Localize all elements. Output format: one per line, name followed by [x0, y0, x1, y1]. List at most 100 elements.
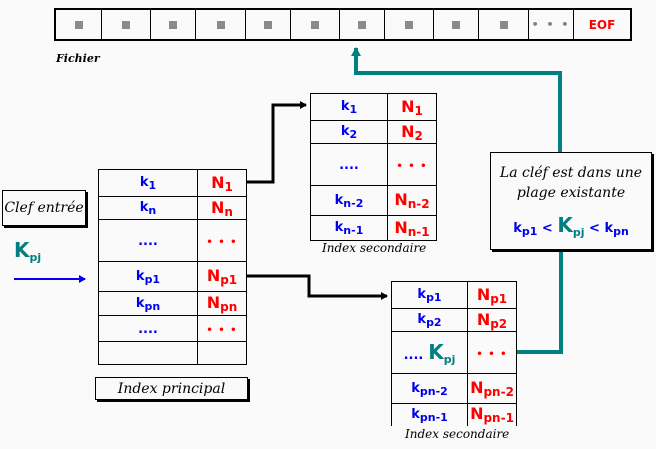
formula-bound-key: kpn	[604, 221, 629, 238]
record-square-icon	[264, 20, 272, 29]
less-than-operator: <	[584, 221, 605, 236]
pointer-cell: • • •	[467, 331, 517, 374]
pointer-np1-to-secondary-index-2	[238, 274, 388, 300]
file-strip: • • • EOF	[54, 8, 632, 41]
record-square-icon	[452, 20, 460, 29]
index-row: kn-1 Nn-1	[310, 215, 437, 241]
pointer-cell: Npn-1	[467, 403, 517, 426]
eof-marker: EOF	[588, 17, 616, 32]
pointer-cell: Nn	[197, 196, 247, 220]
file-label: Fichier	[56, 52, 100, 65]
key-value: kp2	[417, 312, 442, 329]
pointer-ellipsis: • • •	[206, 324, 238, 336]
index-row: kn Nn	[98, 196, 247, 220]
file-cell-record	[479, 10, 529, 39]
pointer-value: Np1	[206, 266, 238, 287]
key-cell: kp1	[391, 281, 468, 309]
key-ellipsis: ....	[138, 321, 158, 337]
pointer-value: Npn-1	[470, 404, 514, 426]
main-index-label-box: Index principal	[95, 377, 248, 400]
pointer-ellipsis: • • •	[396, 160, 428, 172]
key-ellipsis: ....	[403, 347, 424, 363]
index-row: k1 N1	[310, 93, 437, 121]
index-row: .... Kpj• • •	[391, 331, 517, 374]
pointer-cell: N1	[197, 169, 247, 197]
range-formula: kp1 < Kpj < kpn	[513, 213, 629, 239]
file-cell-record	[56, 10, 102, 39]
index-row: kp2 Np2	[391, 308, 517, 332]
index-row: k1 N1	[98, 169, 247, 197]
file-cell-eof: EOF	[574, 10, 630, 39]
search-key-position: Kpj	[428, 339, 456, 366]
index-row: kp1 Np1	[391, 281, 517, 309]
key-value: kpn-2	[411, 380, 448, 398]
key-value: k2	[340, 124, 358, 141]
pointer-value: Nn-2	[394, 190, 430, 211]
formula-bound-key: kp1	[513, 221, 538, 238]
pointer-cell: Np1	[197, 261, 247, 292]
record-square-icon	[169, 20, 177, 29]
pointer-value: Np1	[476, 284, 508, 306]
key-value: k1	[139, 175, 157, 192]
pointer-value: Npn-2	[470, 378, 514, 399]
key-value: kn-1	[334, 220, 364, 237]
index-row	[98, 341, 247, 365]
key-cell: kn	[98, 196, 198, 220]
key-ellipsis: ....	[339, 157, 359, 173]
key-value: kpn-1	[411, 406, 448, 424]
key-cell: kpn	[98, 291, 198, 316]
key-value: kpn	[135, 295, 161, 313]
pointer-n1-to-secondary-index-1	[238, 101, 307, 184]
key-value: kn-2	[334, 192, 364, 210]
file-cell-record	[151, 10, 196, 39]
index-row: kn-2 Nn-2	[310, 185, 437, 216]
index-row: kpn-2 Npn-2	[391, 373, 517, 404]
file-cell-record	[196, 10, 246, 39]
teal-path-to-file	[351, 47, 562, 152]
key-cell: kn-2	[310, 185, 388, 216]
index-row: .... • • •	[310, 143, 437, 186]
key-value: kn	[139, 200, 157, 217]
pointer-cell	[197, 341, 247, 365]
formula-search-key: Kpj	[557, 213, 585, 239]
file-cell-record	[102, 10, 151, 39]
key-cell: kp2	[391, 308, 468, 332]
pointer-cell: Nn-1	[387, 215, 437, 241]
teal-path-to-box	[506, 250, 563, 354]
index-row: kp1 Np1	[98, 261, 247, 292]
key-cell: kpn-2	[391, 373, 468, 404]
secondary-index-1-label: Index secondaire	[322, 241, 427, 255]
pointer-value: N1	[401, 96, 423, 118]
key-cell: ....	[98, 219, 198, 262]
key-cell: k1	[310, 93, 388, 121]
key-cell: k1	[98, 169, 198, 197]
note-line-2: plage existante	[516, 185, 626, 201]
pointer-cell: • • •	[197, 219, 247, 262]
file-cell-record	[246, 10, 291, 39]
main-index-label: Index principal	[117, 380, 226, 397]
pointer-cell: N1	[387, 93, 437, 121]
key-cell: k2	[310, 120, 388, 144]
pointer-cell: • • •	[197, 315, 247, 342]
record-square-icon	[122, 20, 130, 29]
pointer-cell: Np1	[467, 281, 517, 309]
pointer-value: Np2	[476, 309, 508, 331]
key-value: kp1	[135, 268, 161, 286]
record-square-icon	[216, 20, 225, 29]
record-square-icon	[499, 20, 508, 29]
pointer-cell: Np2	[467, 308, 517, 332]
key-cell: .... Kpj	[391, 331, 468, 374]
file-ellipsis: • • •	[531, 18, 571, 31]
file-cell-record	[291, 10, 340, 39]
pointer-cell: Npn-2	[467, 373, 517, 404]
pointer-value: Nn	[211, 197, 233, 219]
pointer-ellipsis: • • •	[206, 236, 238, 248]
record-square-icon	[311, 20, 319, 29]
range-note-box: La cléf est dans une plage existante kp1…	[490, 152, 652, 250]
record-square-icon	[74, 20, 83, 29]
key-cell	[98, 341, 198, 365]
file-cell-ellipsis: • • •	[529, 10, 574, 39]
